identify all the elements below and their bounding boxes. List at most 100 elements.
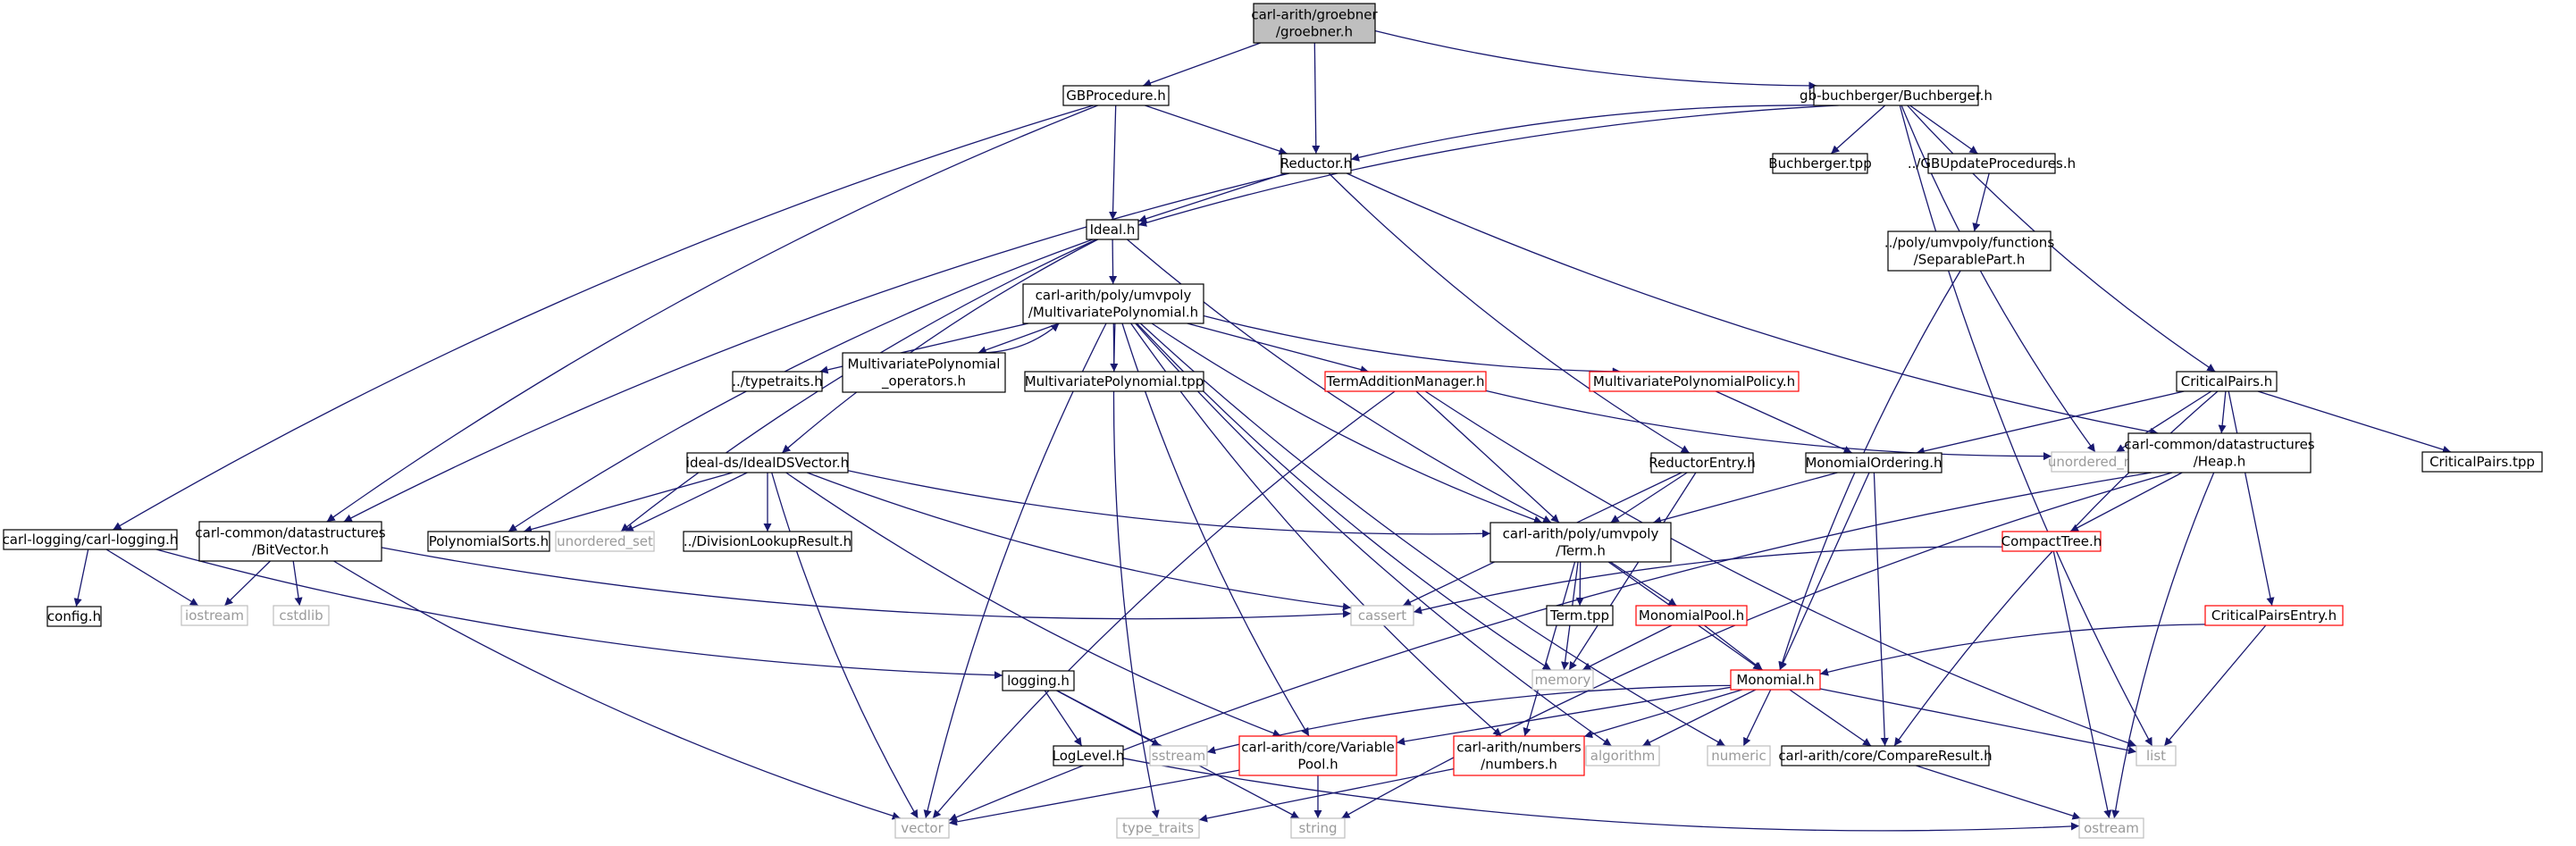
edge-termadd-to-vector (932, 390, 1396, 819)
edge-heap-to-ostream (2111, 472, 2215, 819)
node-logginghh[interactable]: logging.h (1002, 670, 1075, 691)
edge-monopool-to-memory (1582, 624, 1673, 671)
node-numeric: numeric (1707, 745, 1771, 766)
node-critpairstpp[interactable]: CriticalPairs.tpp (2421, 451, 2543, 473)
node-label: CriticalPairs.h (2181, 373, 2272, 389)
node-ostream: ostream (2078, 817, 2144, 839)
node-label: gb-buchberger/Buchberger.h (1800, 88, 1993, 104)
node-termadd[interactable]: TermAdditionManager.h (1324, 371, 1487, 392)
edge-root-to-buch (1374, 29, 1817, 90)
node-box (1053, 745, 1124, 766)
node-mppolicy[interactable]: MultivariatePolynomialPolicy.h (1589, 371, 1800, 392)
node-gbproc[interactable]: GBProcedure.h (1062, 85, 1170, 106)
node-label: LogLevel.h (1053, 748, 1125, 764)
node-label: /SeparablePart.h (1914, 252, 2026, 268)
node-iostream: iostream (180, 605, 248, 626)
node-loglevel[interactable]: LogLevel.h (1053, 745, 1125, 766)
node-term[interactable]: carl-arith/poly/umvpoly/Term.h (1489, 522, 1672, 563)
node-label: Monomial.h (1736, 672, 1814, 688)
node-label: cassert (1358, 607, 1406, 624)
node-label: MultivariatePolynomial.tpp (1025, 373, 1204, 389)
node-reductorentry[interactable]: ReductorEntry.h (1649, 452, 1756, 473)
edge-monomial-to-list (1819, 688, 2137, 755)
node-critpairs[interactable]: CriticalPairs.h (2176, 371, 2278, 392)
node-label: algorithm (1590, 748, 1655, 764)
node-mpops[interactable]: MultivariatePolynomial_operators.h (842, 352, 1006, 393)
node-box (1887, 230, 2052, 272)
node-seppart[interactable]: ../poly/umvpoly/functions/SeparablePart.… (1884, 230, 2054, 272)
node-typetraitsh[interactable]: ../typetraits.h (732, 371, 823, 392)
node-label: /MultivariatePolynomial.h (1028, 305, 1198, 321)
node-gbupd[interactable]: ../GBUpdateProcedures.h (1908, 153, 2076, 174)
edge-ideal-to-polysorts (508, 239, 1094, 532)
edge-reductor-to-reductorentry (1328, 172, 1691, 454)
edge-ideal-to-idealds (781, 239, 1098, 454)
node-monopool[interactable]: MonomialPool.h (1635, 605, 1748, 626)
node-buch[interactable]: gb-buchberger/Buchberger.h (1800, 85, 1993, 106)
node-label: iostream (185, 607, 244, 624)
node-label: ostream (2084, 820, 2139, 836)
node-box (1531, 669, 1594, 691)
node-label: /BitVector.h (252, 542, 329, 558)
node-ideal[interactable]: Ideal.h (1086, 219, 1139, 240)
node-typetraits: type_traits (1116, 817, 1200, 839)
node-label: carl-arith/poly/umvpoly (1503, 526, 1659, 542)
edge-root-to-gbproc (1142, 42, 1261, 88)
node-label: carl-arith/poly/umvpoly (1036, 288, 1192, 304)
node-box (1650, 452, 1754, 473)
edge-gbproc-to-reductor (1145, 105, 1288, 155)
node-box (686, 452, 849, 473)
node-label: logging.h (1007, 673, 1070, 689)
node-box (2421, 451, 2543, 473)
node-mptpp[interactable]: MultivariatePolynomial.tpp (1024, 371, 1204, 392)
edge-bitvector-to-iostream (223, 560, 271, 607)
node-idealds[interactable]: ideal-ds/IdealDSVector.h (686, 452, 849, 473)
node-cassert: cassert (1350, 605, 1414, 626)
edge-term-to-monopool (1609, 561, 1677, 607)
edge-gbproc-to-logging (113, 105, 1094, 531)
node-heap[interactable]: carl-common/datastructures/Heap.h (2124, 432, 2315, 473)
node-config[interactable]: config.h (46, 606, 102, 627)
edge-multipoly-to-mpops (978, 322, 1060, 355)
edge-ideal-to-multipoly (1109, 239, 1118, 285)
node-numbers[interactable]: carl-arith/numbers/numbers.h (1453, 735, 1585, 776)
node-box (555, 531, 655, 552)
node-label: GBProcedure.h (1066, 88, 1166, 104)
node-bitvector[interactable]: carl-common/datastructures/BitVector.h (195, 521, 386, 562)
edge-buch-to-list (1899, 105, 2153, 747)
edge-term-to-numbers (1523, 561, 1576, 737)
node-termtpp[interactable]: Term.tpp (1546, 605, 1614, 626)
node-reductor[interactable]: Reductor.h (1280, 153, 1352, 174)
node-box (1489, 522, 1672, 563)
node-compare[interactable]: carl-arith/core/CompareResult.h (1778, 745, 1993, 766)
node-divlookup[interactable]: ../DivisionLookupResult.h (683, 531, 852, 552)
node-buchtpp[interactable]: Buchberger.tpp (1768, 153, 1872, 174)
node-root[interactable]: carl-arith/groebner/groebner.h (1251, 3, 1379, 44)
edge-termadd-to-unordmap (1485, 389, 2052, 461)
node-compacttree[interactable]: CompactTree.h (2001, 531, 2102, 552)
node-polysorts[interactable]: PolynomialSorts.h (427, 531, 550, 552)
node-label: carl-arith/numbers (1456, 740, 1582, 756)
edge-compacttree-to-ostream (2052, 550, 2112, 819)
node-box (1024, 371, 1204, 392)
node-label: string (1298, 820, 1337, 836)
node-box (1280, 153, 1352, 174)
node-box (46, 606, 102, 627)
edge-buch-to-unordmap (1901, 105, 2096, 453)
node-label: Pool.h (1297, 757, 1338, 773)
node-monomial[interactable]: Monomial.h (1730, 669, 1821, 691)
node-monorder[interactable]: MonomialOrdering.h (1805, 452, 1942, 473)
node-multipoly[interactable]: carl-arith/poly/umvpoly/MultivariatePoly… (1022, 283, 1204, 324)
edge-gbupd-to-seppart (1972, 172, 1990, 232)
node-logging[interactable]: carl-logging/carl-logging.h (3, 529, 179, 550)
node-box (1927, 153, 2056, 174)
node-box (2176, 371, 2278, 392)
node-label: cstdlib (279, 607, 323, 624)
node-critentry[interactable]: CriticalPairsEntry.h (2204, 605, 2344, 626)
node-label: carl-arith/groebner (1251, 7, 1378, 23)
node-label: carl-logging/carl-logging.h (3, 532, 179, 548)
node-box (732, 371, 823, 392)
node-box (1813, 85, 1979, 106)
edge-logging-to-iostream (105, 549, 199, 607)
